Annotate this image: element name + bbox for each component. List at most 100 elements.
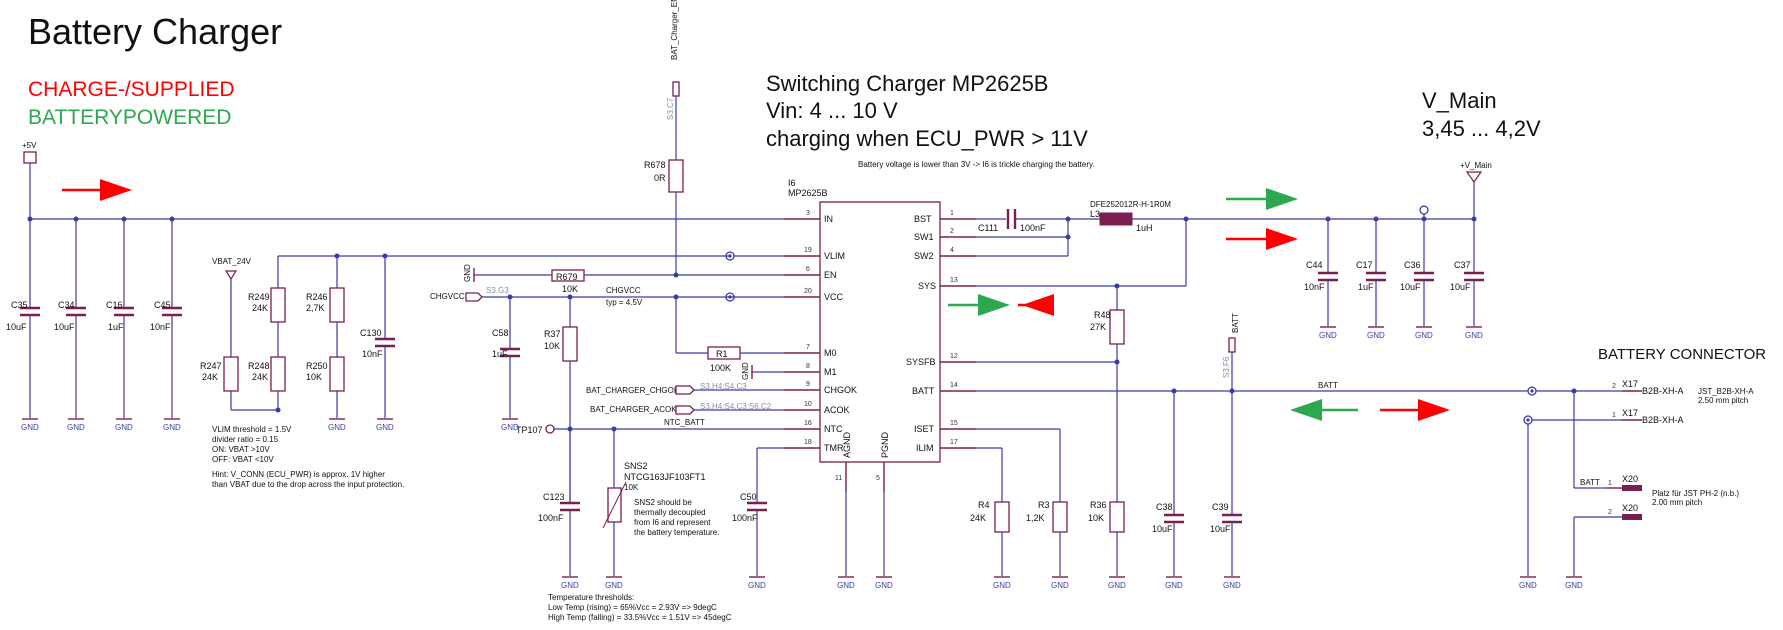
svg-text:10nF: 10nF bbox=[362, 349, 383, 359]
arrow-batt-battery bbox=[1290, 399, 1358, 421]
net-bat-charger-en: BAT_Charger_EN S3.C7 bbox=[666, 0, 680, 160]
page-title: Battery Charger bbox=[28, 11, 282, 52]
svg-text:ON: VBAT >10V: ON: VBAT >10V bbox=[212, 445, 270, 454]
svg-text:GND: GND bbox=[741, 362, 750, 380]
svg-text:typ = 4.5V: typ = 4.5V bbox=[606, 298, 643, 307]
svg-text:1: 1 bbox=[1612, 412, 1616, 419]
svg-text:SW1: SW1 bbox=[914, 232, 934, 242]
net-p5v: +5V bbox=[22, 141, 784, 220]
net-iset bbox=[976, 428, 1061, 502]
svg-text:X17: X17 bbox=[1622, 408, 1638, 418]
svg-text:GND: GND bbox=[67, 423, 85, 432]
svg-text:than VBAT due to the drop acro: than VBAT due to the drop across the inp… bbox=[212, 480, 404, 489]
header-line3: charging when ECU_PWR > 11V bbox=[766, 126, 1088, 151]
header-line2: Vin: 4 ... 10 V bbox=[766, 98, 898, 123]
res-r3: R31,2K bbox=[1026, 500, 1068, 576]
svg-text:0R: 0R bbox=[654, 173, 666, 183]
svg-text:GND: GND bbox=[748, 581, 766, 590]
svg-text:R679: R679 bbox=[556, 272, 578, 282]
svg-text:R48: R48 bbox=[1094, 310, 1111, 320]
svg-text:B2B-XH-A: B2B-XH-A bbox=[1642, 386, 1684, 396]
svg-text:L3: L3 bbox=[1090, 209, 1100, 219]
svg-text:18: 18 bbox=[804, 439, 812, 446]
svg-text:R248: R248 bbox=[248, 361, 270, 371]
svg-text:GND: GND bbox=[376, 423, 394, 432]
svg-text:X20: X20 bbox=[1622, 474, 1638, 484]
testpoint-vlim bbox=[725, 251, 784, 261]
svg-text:10uF: 10uF bbox=[1210, 524, 1231, 534]
svg-text:R249: R249 bbox=[248, 292, 270, 302]
svg-text:24K: 24K bbox=[202, 372, 218, 382]
svg-text:ISET: ISET bbox=[914, 424, 935, 434]
svg-text:R1: R1 bbox=[716, 349, 728, 359]
svg-text:12: 12 bbox=[950, 353, 958, 360]
svg-text:BAT_CHARGER_ACOK: BAT_CHARGER_ACOK bbox=[590, 405, 677, 414]
arrow-battery-out bbox=[1226, 188, 1298, 210]
svg-text:C38: C38 bbox=[1156, 502, 1173, 512]
svg-text:10K: 10K bbox=[624, 483, 639, 492]
svg-text:High Temp (falling) = 33.5%Vcc: High Temp (falling) = 33.5%Vcc = 1.51V =… bbox=[548, 613, 732, 622]
svg-text:10K: 10K bbox=[562, 284, 578, 294]
svg-text:10uF: 10uF bbox=[1400, 282, 1421, 292]
svg-text:SNS2: SNS2 bbox=[624, 461, 648, 471]
svg-text:GND: GND bbox=[501, 423, 519, 432]
svg-text:TMR: TMR bbox=[824, 443, 844, 453]
temp-note: Temperature thresholds: Low Temp (rising… bbox=[548, 593, 732, 622]
vmain-label: V_Main bbox=[1422, 88, 1497, 113]
svg-text:BATT: BATT bbox=[1318, 381, 1338, 390]
inductor-l3: DFE252012R-H-1R0M L3 1uH bbox=[1090, 200, 1474, 233]
svg-text:+5V: +5V bbox=[22, 141, 37, 150]
svg-text:R4: R4 bbox=[978, 500, 990, 510]
svg-text:SW2: SW2 bbox=[914, 251, 934, 261]
svg-text:+V_Main: +V_Main bbox=[1460, 161, 1492, 170]
svg-text:24K: 24K bbox=[252, 303, 268, 313]
net-acok: BAT_CHARGER_ACOK S3.H4;S4.C3;S6.C2 bbox=[590, 402, 784, 415]
svg-text:CHGVCC: CHGVCC bbox=[430, 292, 465, 301]
svg-text:S3.H4;S4.C3;S6.C2: S3.H4;S4.C3;S6.C2 bbox=[700, 402, 772, 411]
svg-text:10K: 10K bbox=[1088, 513, 1104, 523]
svg-text:24K: 24K bbox=[970, 513, 986, 523]
svg-text:B2B-XH-A: B2B-XH-A bbox=[1642, 415, 1684, 425]
svg-text:C58: C58 bbox=[492, 328, 509, 338]
svg-text:JST_B2B-XH-A: JST_B2B-XH-A bbox=[1698, 387, 1754, 396]
svg-text:VLIM: VLIM bbox=[824, 251, 845, 261]
svg-text:BATT: BATT bbox=[1231, 313, 1240, 333]
svg-text:ILIM: ILIM bbox=[916, 443, 934, 453]
svg-text:10uF: 10uF bbox=[1450, 282, 1471, 292]
svg-text:4: 4 bbox=[950, 247, 954, 254]
svg-text:VBAT_24V: VBAT_24V bbox=[212, 257, 252, 266]
svg-text:27K: 27K bbox=[1090, 322, 1106, 332]
svg-text:AGND: AGND bbox=[842, 431, 852, 458]
svg-text:MP2625B: MP2625B bbox=[788, 188, 828, 198]
svg-text:S3.F6: S3.F6 bbox=[1222, 356, 1231, 378]
svg-text:S3.G3: S3.G3 bbox=[486, 286, 509, 295]
svg-text:thermally decoupled: thermally decoupled bbox=[634, 508, 706, 517]
net-ilim bbox=[976, 447, 1003, 502]
svg-text:GND: GND bbox=[1165, 581, 1183, 590]
svg-text:1uH: 1uH bbox=[1136, 223, 1153, 233]
net-ntc: TP107 NTC_BATT bbox=[516, 418, 784, 435]
svg-text:Low Temp (rising) = 65%Vcc = 2: Low Temp (rising) = 65%Vcc = 2.93V => 9d… bbox=[548, 603, 717, 612]
svg-text:ACOK: ACOK bbox=[824, 405, 850, 415]
svg-text:GND: GND bbox=[1051, 581, 1069, 590]
svg-text:9: 9 bbox=[806, 381, 810, 388]
svg-text:GND: GND bbox=[1565, 581, 1583, 590]
svg-text:divider ratio = 0.15: divider ratio = 0.15 bbox=[212, 435, 279, 444]
svg-text:GND: GND bbox=[993, 581, 1011, 590]
gnd-symbols: GND GND GND GND GND GND GND GND GND GND … bbox=[21, 326, 1583, 590]
svg-text:GND: GND bbox=[875, 581, 893, 590]
svg-text:17: 17 bbox=[950, 439, 958, 446]
